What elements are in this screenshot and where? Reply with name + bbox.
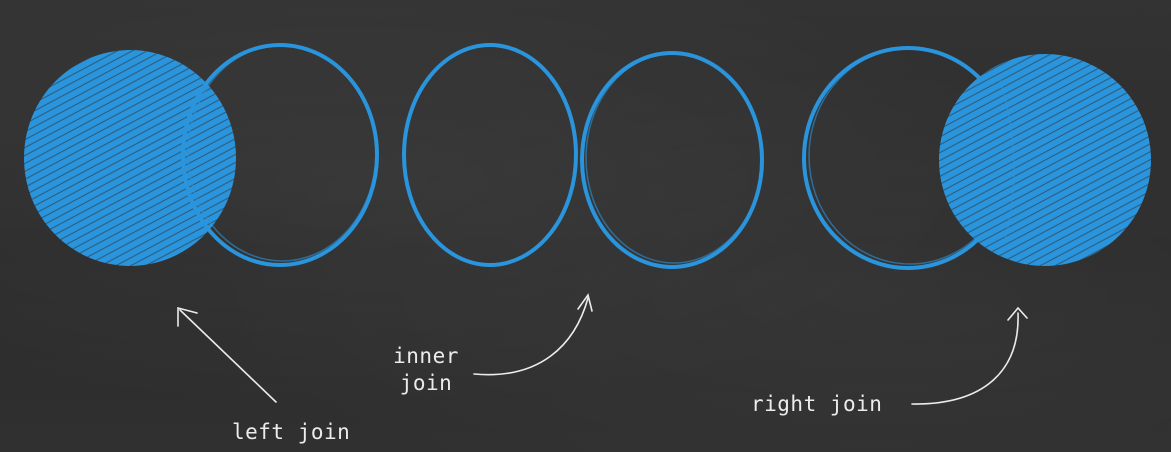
left-join-diagram	[24, 43, 379, 267]
inner-join-left-circle	[402, 43, 578, 267]
left-join-label: left join	[232, 420, 351, 444]
inner-join-label: inner join	[388, 343, 464, 397]
inner-join-label-line2: join	[399, 371, 453, 395]
left-join-left-circle	[24, 50, 236, 266]
inner-join-arrow	[473, 293, 593, 376]
right-join-right-circle	[939, 54, 1151, 266]
inner-join-right-circle	[580, 51, 764, 269]
right-join-arrow	[911, 306, 1028, 405]
right-join-diagram	[802, 46, 1151, 270]
right-join-label: right join	[751, 392, 883, 416]
inner-join-diagram	[402, 43, 764, 269]
inner-join-label-line1: inner	[393, 344, 459, 368]
left-join-arrow	[177, 306, 277, 403]
